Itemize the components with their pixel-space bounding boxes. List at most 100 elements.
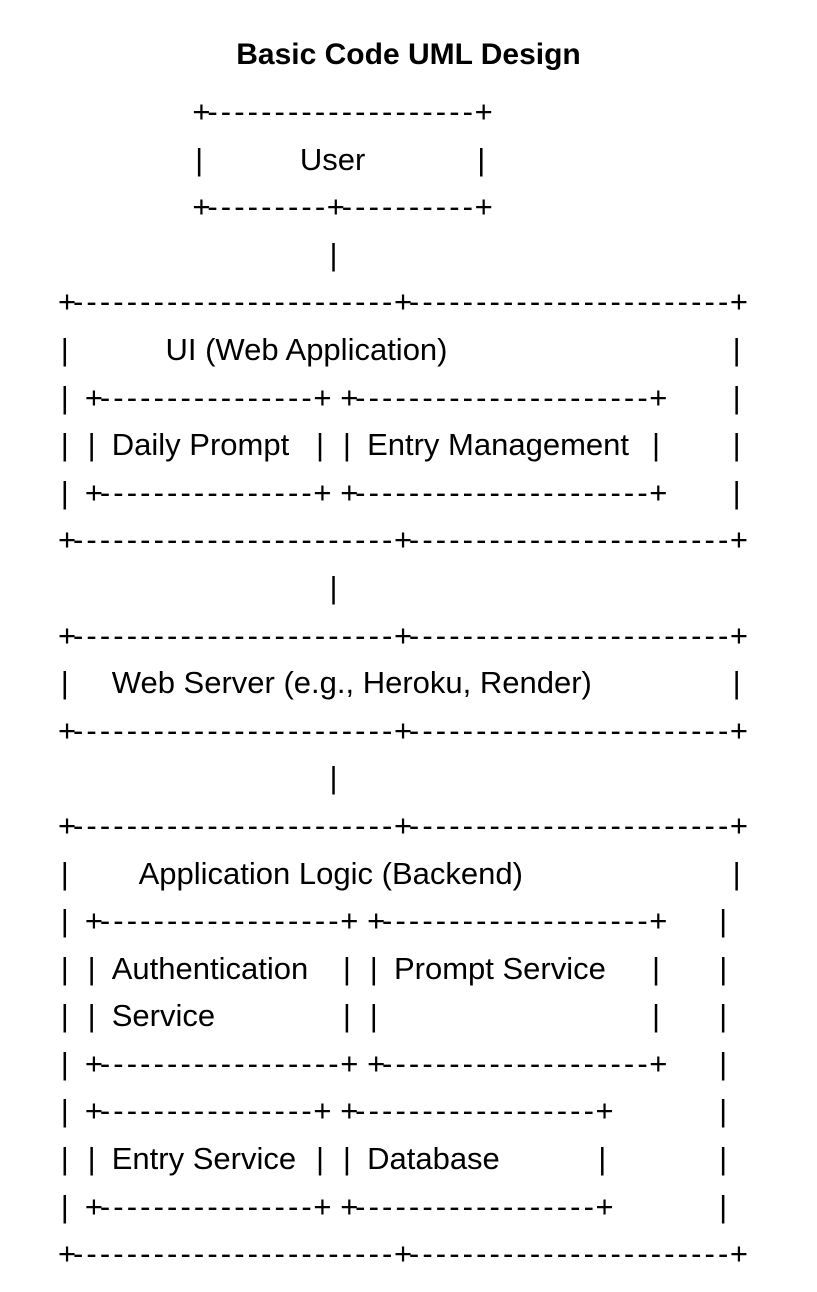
- spacer-glyph: [690, 183, 703, 231]
- box-horizontal-glyph: -: [449, 903, 460, 939]
- spacer-glyph: [703, 88, 716, 136]
- spacer-glyph: [260, 231, 273, 279]
- box-horizontal-glyph: -: [234, 522, 245, 558]
- spacer-glyph: [609, 850, 622, 898]
- box-horizontal-glyph: -: [126, 1188, 138, 1224]
- box-corner-glyph: +: [595, 1188, 614, 1224]
- box-vertical-glyph: |: [369, 998, 378, 1034]
- spacer-glyph: [676, 1135, 689, 1183]
- box-horizontal-glyph: -: [207, 903, 218, 939]
- spacer-glyph: [246, 231, 259, 279]
- spacer-glyph: [569, 136, 582, 184]
- box-corner-glyph: +: [326, 189, 345, 225]
- box-horizontal-glyph: -: [234, 1045, 245, 1081]
- spacer-glyph: [663, 897, 676, 945]
- box-horizontal-glyph: -: [193, 617, 205, 653]
- box-vertical-glyph: |: [329, 569, 338, 605]
- spacer-glyph: [300, 945, 313, 993]
- spacer-glyph: [636, 421, 649, 469]
- box-vertical-glyph: |: [732, 427, 741, 463]
- box-horizontal-glyph: -: [261, 94, 272, 129]
- spacer-glyph: [596, 659, 609, 707]
- box-horizontal-glyph: -: [623, 474, 635, 510]
- spacer-glyph: [649, 564, 662, 612]
- box-horizontal-glyph: -: [72, 617, 84, 653]
- spacer-glyph: [703, 754, 716, 802]
- spacer-glyph: [448, 992, 461, 1040]
- box-horizontal-glyph: -: [395, 903, 406, 939]
- spacer-glyph: [313, 564, 326, 612]
- box-corner-glyph: +: [340, 903, 359, 939]
- box-horizontal-glyph: -: [516, 474, 527, 510]
- box-horizontal-glyph: -: [556, 807, 568, 843]
- spacer-glyph: [381, 754, 394, 802]
- box-horizontal-glyph: -: [140, 903, 151, 939]
- spacer-glyph: [622, 1087, 635, 1135]
- box-horizontal-glyph: -: [529, 474, 541, 510]
- spacer-glyph: [502, 850, 515, 898]
- box-horizontal-glyph: -: [113, 379, 124, 415]
- box-horizontal-glyph: -: [126, 379, 138, 415]
- box-horizontal-glyph: -: [328, 522, 339, 558]
- spacer-glyph: [622, 88, 635, 136]
- spacer-glyph: [166, 88, 179, 136]
- box-horizontal-glyph: -: [543, 807, 554, 843]
- box-horizontal-glyph: -: [556, 284, 568, 320]
- box-horizontal-glyph: -: [274, 617, 285, 653]
- box-horizontal-glyph: -: [408, 379, 420, 415]
- spacer-glyph: [636, 183, 649, 231]
- spacer-glyph: [367, 564, 380, 612]
- spacer-glyph: [609, 1087, 622, 1135]
- spacer-glyph: [622, 326, 635, 374]
- box-horizontal-glyph: -: [650, 1236, 662, 1272]
- box-horizontal-glyph: -: [368, 189, 379, 225]
- spacer-glyph: [636, 1183, 649, 1231]
- spacer-glyph: [488, 136, 501, 184]
- box-horizontal-glyph: -: [623, 1236, 635, 1272]
- spacer-glyph: [488, 231, 501, 279]
- box-corner-glyph: +: [313, 1093, 332, 1129]
- spacer-glyph: [461, 992, 474, 1040]
- box-horizontal-glyph: -: [583, 903, 594, 939]
- spacer-glyph: [716, 231, 729, 279]
- box-horizontal-glyph: -: [435, 1236, 447, 1272]
- box-horizontal-glyph: -: [207, 807, 218, 843]
- box-horizontal-glyph: -: [543, 617, 554, 653]
- spacer-glyph: [475, 326, 488, 374]
- box-horizontal-glyph: -: [180, 522, 191, 558]
- spacer-glyph: [703, 1135, 716, 1183]
- box-horizontal-glyph: -: [382, 617, 393, 653]
- box-vertical-glyph: |: [195, 141, 204, 177]
- spacer-glyph: [703, 183, 716, 231]
- spacer-glyph: [434, 136, 447, 184]
- spacer-glyph: [286, 564, 299, 612]
- box-horizontal-glyph: -: [422, 379, 433, 415]
- spacer-glyph: [596, 326, 609, 374]
- box-horizontal-glyph: -: [314, 712, 326, 748]
- spacer-glyph: [555, 231, 568, 279]
- spacer-glyph: [636, 231, 649, 279]
- spacer-glyph: [663, 945, 676, 993]
- box-horizontal-glyph: -: [126, 522, 138, 558]
- spacer-glyph: [703, 469, 716, 517]
- box-horizontal-glyph: -: [395, 189, 406, 225]
- spacer-glyph: [206, 136, 219, 184]
- box-vertical-glyph: |: [719, 1188, 728, 1224]
- box-horizontal-glyph: -: [677, 617, 688, 653]
- box-horizontal-glyph: -: [502, 1188, 514, 1224]
- spacer-glyph: [260, 564, 273, 612]
- box-horizontal-glyph: -: [435, 94, 447, 129]
- box-corner-glyph: +: [192, 94, 211, 129]
- spacer-glyph: [663, 183, 676, 231]
- box-horizontal-glyph: -: [502, 712, 514, 748]
- box-horizontal-glyph: -: [234, 1093, 245, 1129]
- box-horizontal-glyph: -: [99, 617, 111, 653]
- box-horizontal-glyph: -: [220, 1045, 232, 1081]
- box-horizontal-glyph: -: [610, 807, 621, 843]
- spacer-glyph: [528, 136, 541, 184]
- box-horizontal-glyph: -: [355, 807, 366, 843]
- spacer-glyph: [569, 850, 582, 898]
- box-horizontal-glyph: -: [382, 474, 393, 510]
- spacer-glyph: [609, 231, 622, 279]
- box-horizontal-glyph: -: [247, 284, 258, 320]
